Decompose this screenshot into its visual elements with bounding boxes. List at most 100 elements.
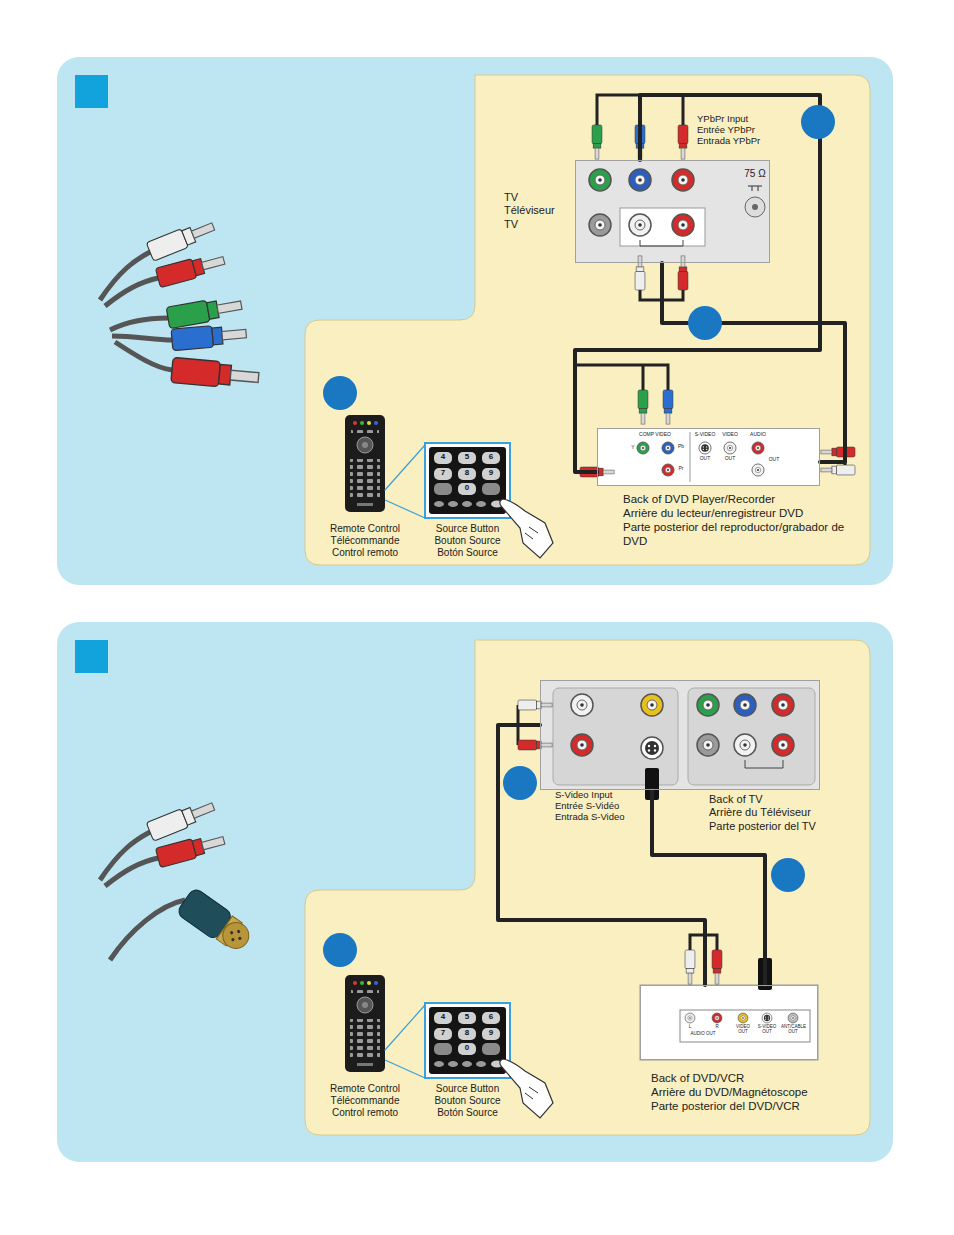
panel-background-part bbox=[57, 57, 893, 585]
tv-jack-panel-part bbox=[629, 214, 651, 236]
key-digit: 4 bbox=[441, 453, 445, 462]
jack-label: OUT bbox=[700, 456, 711, 462]
key-digit: 4 bbox=[441, 1013, 445, 1022]
cable-plugs-part bbox=[635, 256, 645, 290]
tv-back-panel: Back of TVArrière du TéléviseurParte pos… bbox=[540, 680, 820, 790]
cable-illustration-part-part bbox=[218, 917, 254, 953]
tv-jack-panel bbox=[575, 160, 770, 263]
cable-connector bbox=[662, 263, 845, 462]
tv-back-panel-part bbox=[641, 737, 663, 759]
dvd-back-panel-part bbox=[699, 442, 711, 454]
port-label: 75 Ω bbox=[744, 168, 765, 179]
cable-illustration-part bbox=[171, 357, 260, 390]
cable-illustration-part bbox=[155, 251, 226, 288]
port-label: Entrée S-Vidéo bbox=[555, 801, 619, 811]
key-digit: 7 bbox=[441, 469, 445, 478]
panel-background-part bbox=[75, 75, 108, 108]
dvd-back-panel-part bbox=[752, 442, 764, 454]
caption-text: Télécommande bbox=[317, 1095, 413, 1107]
tv-jack-panel-part bbox=[589, 169, 611, 191]
vcr-back-panel: Back of DVD/VCRArrière du DVD/Magnétosco… bbox=[640, 985, 818, 1060]
caption-text: Control remoto bbox=[317, 1107, 413, 1119]
tv-jack-panel-part bbox=[745, 197, 765, 217]
tv-jack-panel-part bbox=[589, 214, 611, 236]
caption-text: Arrière du Téléviseur bbox=[709, 806, 869, 819]
key-digit: 9 bbox=[489, 1029, 493, 1038]
callout-circle-part bbox=[771, 858, 805, 892]
jack-label: Pb bbox=[678, 444, 684, 450]
vcr-back-panel bbox=[640, 935, 818, 1060]
panel-background-part bbox=[57, 622, 893, 1162]
key-digit: 0 bbox=[465, 484, 469, 493]
caption-text: Control remoto bbox=[317, 547, 413, 559]
tv-back-panel-part bbox=[518, 700, 552, 710]
caption-text: Source Button bbox=[417, 523, 518, 535]
jack-label: S-VIDEO bbox=[695, 432, 716, 438]
leader-line bbox=[385, 445, 425, 490]
jack-label: AUDIO OUT bbox=[690, 1032, 715, 1037]
key-digit: 7 bbox=[441, 1029, 445, 1038]
jack-label: R bbox=[715, 1025, 718, 1030]
cable-plugs-part bbox=[821, 465, 855, 475]
vcr-back-panel-part bbox=[712, 1013, 722, 1023]
key-digit: 5 bbox=[465, 1013, 469, 1022]
dvd-back-panel-part bbox=[597, 428, 820, 486]
port-label: YPbPr Input bbox=[697, 114, 748, 124]
cable-illustration-part bbox=[166, 294, 243, 328]
tv-jack-panel-part bbox=[629, 169, 651, 191]
panel-background bbox=[57, 57, 893, 1162]
vcr-back-panel-part bbox=[738, 1013, 748, 1023]
remote-control: Remote ControlTélécommandeControl remoto bbox=[345, 975, 385, 1072]
dvd-back-panel bbox=[597, 428, 820, 486]
caption-text: Back of DVD/VCR bbox=[651, 1071, 866, 1085]
cable-connector bbox=[575, 95, 820, 472]
vcr-back-panel-part bbox=[680, 1010, 810, 1042]
remote-control: Remote ControlTélécommandeControl remoto bbox=[345, 415, 385, 512]
tv-back-panel-part bbox=[734, 734, 756, 756]
tv-jack-panel-part bbox=[640, 240, 683, 246]
dvd-back-panel-part bbox=[752, 464, 764, 476]
tv-back-panel-part bbox=[772, 694, 794, 716]
cable-plugs bbox=[575, 95, 855, 477]
key-digit: 8 bbox=[465, 469, 469, 478]
cable-plugs-part bbox=[663, 390, 673, 424]
tv-back-panel-part bbox=[571, 734, 593, 756]
caption-block: Remote ControlTélécommandeControl remoto bbox=[317, 523, 413, 560]
callout-circle-part bbox=[323, 933, 357, 967]
jack-label: COMP VIDEO bbox=[639, 432, 671, 438]
callout-circle-part bbox=[503, 766, 537, 800]
callout-circle-part bbox=[688, 306, 722, 340]
cable-illustration-part-part bbox=[236, 929, 240, 933]
cable-illustration-part-part bbox=[238, 936, 242, 940]
cable-illustration-part bbox=[155, 831, 226, 868]
jack-label: L bbox=[689, 1025, 692, 1030]
dvd-back-panel-part bbox=[690, 432, 691, 482]
callout-circle bbox=[323, 105, 835, 967]
remote-control-part bbox=[385, 1060, 425, 1078]
caption-text: Remote Control bbox=[317, 523, 413, 535]
cable-plugs-part bbox=[821, 447, 855, 457]
caption-text: Télécommande bbox=[317, 535, 413, 547]
jack-label: Pr bbox=[679, 466, 684, 472]
caption-text: Arrière du DVD/Magnétoscope bbox=[651, 1085, 866, 1099]
key-digit: 6 bbox=[489, 453, 493, 462]
jack-label: VIDEO OUT bbox=[733, 1025, 753, 1035]
caption-block: Source ButtonBouton SourceBotón Source bbox=[417, 523, 518, 560]
tv-back-panel-part bbox=[518, 740, 552, 750]
caption-text: Botón Source bbox=[417, 1107, 518, 1119]
tv-back-panel-part bbox=[697, 694, 719, 716]
cable-connector bbox=[652, 790, 765, 985]
tv-back-panel-part bbox=[734, 694, 756, 716]
vcr-back-panel-part bbox=[788, 1013, 798, 1023]
tv-back-panel-part bbox=[571, 694, 593, 716]
jack-label: OUT bbox=[769, 457, 780, 463]
tv-jack-panel-part bbox=[752, 204, 758, 210]
panel-background-part bbox=[305, 640, 870, 1135]
tv-jack-panel-part bbox=[748, 186, 762, 191]
caption-text: TV bbox=[504, 191, 570, 204]
tv-back-panel-part bbox=[772, 734, 794, 756]
caption-block: Source ButtonBouton SourceBotón Source bbox=[417, 1083, 518, 1120]
cable-illustration-part bbox=[176, 887, 256, 956]
remote-control bbox=[345, 415, 553, 1118]
cable-illustration-part bbox=[146, 217, 217, 261]
